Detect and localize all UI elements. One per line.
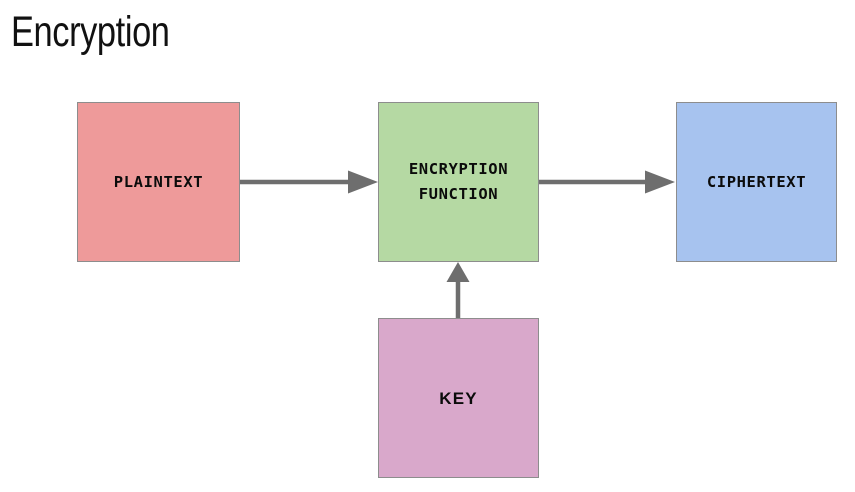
node-encryption-function[interactable]: ENCRYPTION FUNCTION [378,102,539,262]
arrow-encryption-to-ciphertext [539,167,676,197]
node-encryption-function-label: ENCRYPTION FUNCTION [408,160,509,203]
node-ciphertext-label: CIPHERTEXT [706,172,807,191]
node-ciphertext[interactable]: CIPHERTEXT [676,102,837,262]
node-key[interactable]: KEY [378,318,539,478]
arrow-key-to-encryption [443,262,473,319]
node-plaintext[interactable]: PLAINTEXT [77,102,240,262]
arrow-plaintext-to-encryption [240,167,379,197]
node-plaintext-label: PLAINTEXT [113,172,204,191]
page-title: Encryption [11,8,170,56]
node-key-label: KEY [439,388,478,408]
